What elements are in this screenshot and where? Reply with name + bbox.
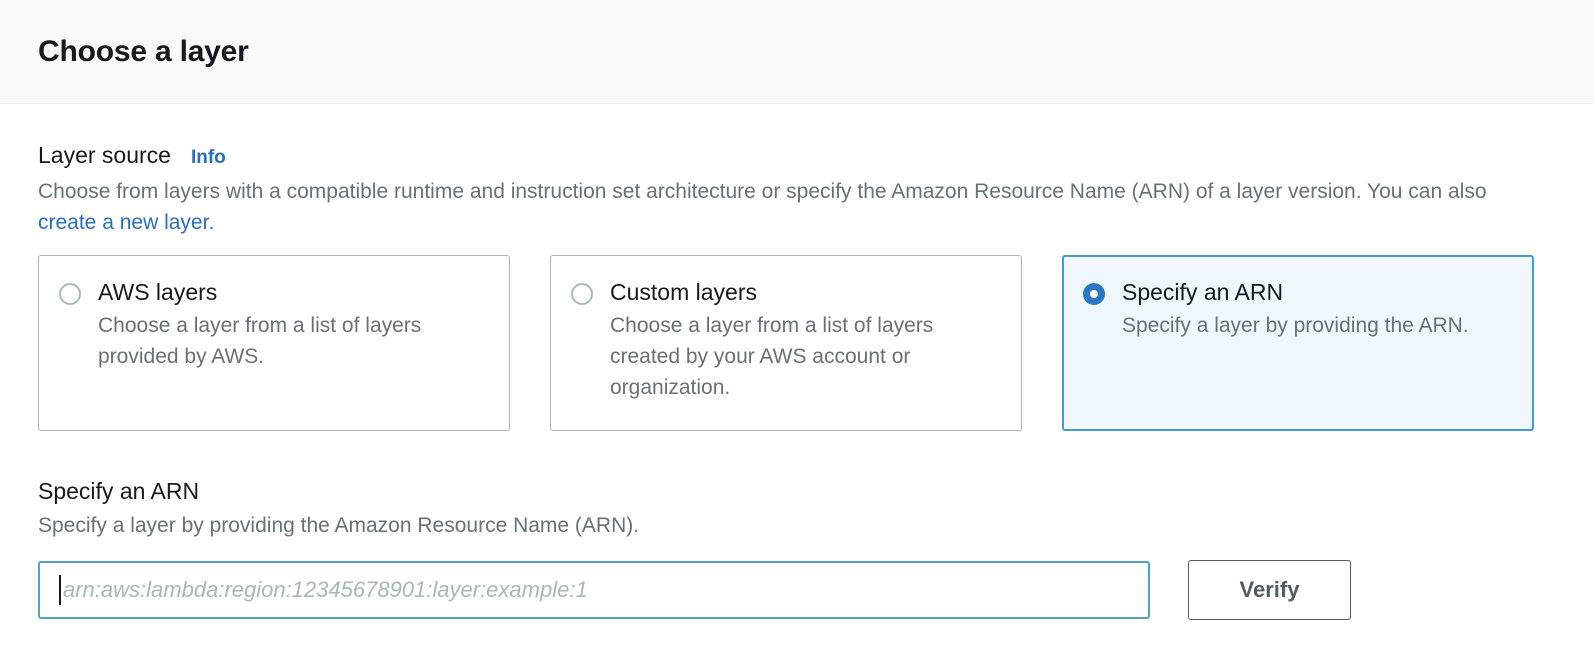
layer-source-options: AWS layers Choose a layer from a list of… [38,255,1556,431]
arn-input-placeholder: arn:aws:lambda:region:12345678901:layer:… [63,577,588,602]
layer-source-option-custom-layers[interactable]: Custom layers Choose a layer from a list… [550,255,1022,431]
layer-source-option-specify-an-arn[interactable]: Specify an ARN Specify a layer by provid… [1062,255,1534,431]
option-title: Specify an ARN [1122,279,1284,305]
option-description: Specify a layer by providing the ARN. [1122,314,1469,337]
layer-source-description-period: . [208,211,215,234]
layer-source-label: Layer source [38,142,171,168]
option-title: Custom layers [610,279,757,305]
arn-section-description: Specify a layer by providing the Amazon … [38,514,640,537]
option-text: Specify an ARN Specify a layer by provid… [1122,278,1469,429]
text-caret [59,575,61,605]
page-title: Choose a layer [38,34,249,68]
layer-source-description: Choose from layers with a compatible run… [38,176,1508,238]
radio-selected-icon[interactable] [1083,283,1105,305]
arn-input[interactable]: arn:aws:lambda:region:12345678901:layer:… [38,561,1150,619]
arn-input-row: arn:aws:lambda:region:12345678901:layer:… [38,560,1556,620]
verify-button[interactable]: Verify [1188,560,1351,620]
layer-source-option-aws-layers[interactable]: AWS layers Choose a layer from a list of… [38,255,510,431]
layer-source-description-text: Choose from layers with a compatible run… [38,180,1487,203]
info-link[interactable]: Info [190,147,226,168]
layer-source-label-row: Layer source Info [38,142,1556,169]
option-description: Choose a layer from a list of layers pro… [98,314,422,368]
radio-icon[interactable] [59,283,81,305]
option-text: Custom layers Choose a layer from a list… [610,278,1000,430]
option-description: Choose a layer from a list of layers cre… [610,314,934,399]
create-a-new-layer-link[interactable]: create a new layer [38,211,209,234]
option-title: AWS layers [98,279,218,305]
radio-icon[interactable] [571,283,593,305]
panel-body: Layer source Info Choose from layers wit… [0,142,1594,620]
arn-section-heading: Specify an ARN [38,478,200,504]
panel-header: Choose a layer [0,0,1594,104]
option-text: AWS layers Choose a layer from a list of… [98,278,488,430]
